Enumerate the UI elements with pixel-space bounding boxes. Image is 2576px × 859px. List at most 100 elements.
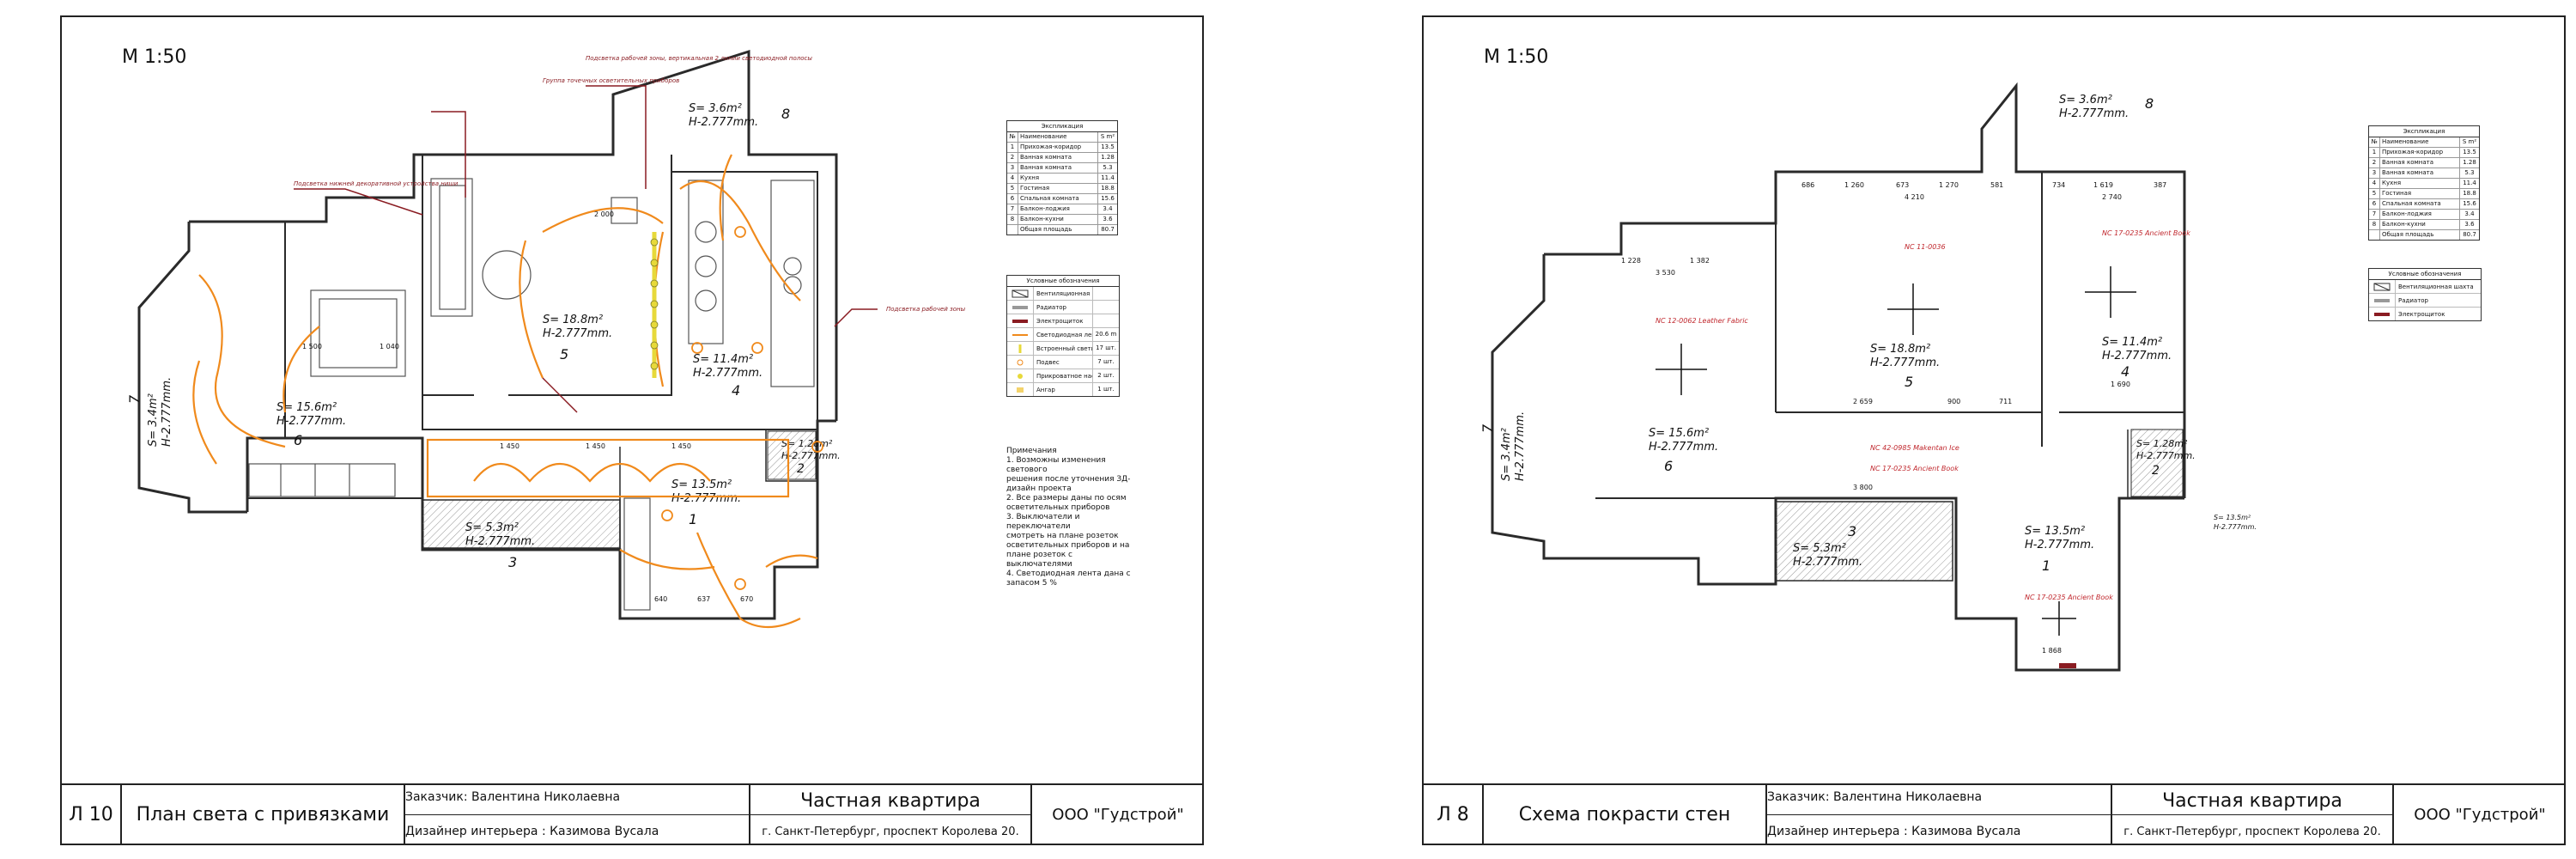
svg-text:NC 12-0062 Leather Fabric: NC 12-0062 Leather Fabric <box>1656 317 1748 325</box>
room-area: S= 18.8m² <box>543 314 603 326</box>
room-area: S= 13.5m² <box>671 478 732 491</box>
room-area: S= 15.6m² <box>276 401 337 414</box>
room-number: 1 <box>689 511 697 527</box>
svg-text:6: 6 <box>1664 458 1673 474</box>
svg-text:640: 640 <box>654 595 667 603</box>
svg-text:1 270: 1 270 <box>1939 181 1959 189</box>
svg-text:S= 15.6m²: S= 15.6m² <box>1649 427 1709 440</box>
svg-text:S= 1.28m²: S= 1.28m² <box>2136 438 2188 449</box>
note-line: плане розеток с выключателями <box>1006 551 1072 569</box>
legend-table: Условные обозначения Вентиляционная шахт… <box>2368 268 2482 321</box>
room-height: H-2.777mm. <box>689 116 758 129</box>
note-line: 2. Все размеры даны по осям <box>1006 494 1127 503</box>
svg-text:1 450: 1 450 <box>500 442 519 450</box>
scale-label: М 1:50 <box>122 46 187 68</box>
svg-text:1: 1 <box>2042 557 2050 574</box>
svg-text:H-2.777mm.: H-2.777mm. <box>1649 441 1718 454</box>
svg-text:711: 711 <box>1999 398 2012 405</box>
svg-text:H-2.777mm.: H-2.777mm. <box>2025 539 2094 551</box>
svg-text:673: 673 <box>1896 181 1909 189</box>
svg-text:S= 3.4m²: S= 3.4m² <box>1500 428 1513 481</box>
svg-text:S= 18.8m²: S= 18.8m² <box>1870 343 1930 356</box>
svg-text:NC 17-0235 Ancient Book: NC 17-0235 Ancient Book <box>2025 594 2113 601</box>
svg-text:H-2.777mm.: H-2.777mm. <box>2136 450 2196 461</box>
title-block: Л 8 Схема покрасти стен Заказчик: Валент… <box>1424 783 2564 844</box>
svg-text:1 382: 1 382 <box>1690 257 1710 265</box>
room-number: 7 <box>126 394 143 404</box>
lighting-floor-plan: S= 3.6m² H-2.777mm. 8 S= 18.8m² H-2.777m… <box>126 49 966 628</box>
svg-text:3 530: 3 530 <box>1656 269 1675 277</box>
table-header: № Наименование S m² <box>2369 137 2479 148</box>
room-label-balcony: S= 3.4m² H-2.777mm. 7 <box>126 377 173 447</box>
legend-row: Встроенный светильник17 шт. <box>1007 342 1119 356</box>
legend-row: Вентиляционная шахта <box>1007 287 1119 301</box>
svg-text:8: 8 <box>2145 95 2154 112</box>
svg-text:7: 7 <box>1479 423 1496 433</box>
svg-text:Подсветка рабочей зоны, вертик: Подсветка рабочей зоны, вертикальная 2 л… <box>586 55 812 62</box>
room-area: S= 5.3m² <box>465 521 519 534</box>
svg-text:Группа точечных осветительных: Группа точечных осветительных приборов <box>543 77 679 84</box>
note-line: 4. Светодиодная лента дана с <box>1006 570 1131 578</box>
room-height: H-2.777mm. <box>693 367 762 380</box>
legend-row: Светодиодная лента20.6 m <box>1007 328 1119 342</box>
scale-label: М 1:50 <box>1484 46 1549 68</box>
svg-text:637: 637 <box>697 595 710 603</box>
note-line: решения после уточнения ЗД- <box>1006 475 1131 484</box>
note-line: дизайн проекта <box>1006 484 1072 493</box>
note-line: 1. Возможны изменения светового <box>1006 456 1106 474</box>
svg-text:NC 17-0235 Ancient Book: NC 17-0235 Ancient Book <box>1870 465 1959 472</box>
drawing-sheet-lighting: М 1:50 <box>60 15 1204 845</box>
electrical-panel <box>2059 663 2076 668</box>
project-name: Частная квартира <box>800 789 981 812</box>
project-name: Частная квартира <box>2162 789 2342 812</box>
room-height: H-2.777mm. <box>671 492 741 505</box>
sheet-title: Схема покрасти стен <box>1518 803 1731 825</box>
room-label-balcony: S= 3.4m² H-2.777mm. 7 <box>1479 411 1527 481</box>
room-number: 4 <box>732 382 740 399</box>
hatched-bathroom <box>422 499 621 549</box>
svg-text:1 868: 1 868 <box>2042 647 2062 655</box>
project-address: г. Санкт-Петербург, проспект Королева 20… <box>762 825 1019 838</box>
svg-text:2 000: 2 000 <box>594 210 614 218</box>
svg-text:S= 5.3m²: S= 5.3m² <box>1793 542 1846 555</box>
sheet-title: План света с привязками <box>136 803 390 825</box>
svg-text:4 210: 4 210 <box>1905 193 1924 201</box>
room-height: H-2.777mm. <box>161 377 173 447</box>
svg-text:S= 3.6m²: S= 3.6m² <box>2059 94 2112 107</box>
room-number: 2 <box>797 462 805 476</box>
svg-text:1 619: 1 619 <box>2093 181 2113 189</box>
note-line: запасом 5 % <box>1006 579 1057 588</box>
callout-texts: Подсветка рабочей зоны Группа точечных о… <box>294 55 966 313</box>
svg-text:Подсветка рабочей зоны: Подсветка рабочей зоны <box>886 306 966 313</box>
company-name: ООО "Гудстрой" <box>1052 805 1184 824</box>
room-number: 3 <box>508 554 517 570</box>
svg-text:Подсветка нижней декоративной: Подсветка нижней декоративной устройства… <box>294 180 459 187</box>
note-line: осветительных приборов <box>1006 503 1110 512</box>
svg-text:H-2.777mm.: H-2.777mm. <box>2214 523 2257 531</box>
walls <box>1491 82 2186 672</box>
room-number: 6 <box>294 432 302 448</box>
svg-text:387: 387 <box>2154 181 2166 189</box>
room-height: H-2.777mm. <box>276 415 346 428</box>
legend-row: Радиатор <box>2369 294 2481 308</box>
room-labels: S= 3.6m² H-2.777mm. 8 S= 18.8m² H-2.777m… <box>276 102 841 570</box>
dimension-texts: 2 000 1 450 1 450 1 450 1 500 1 040 640 … <box>302 210 753 603</box>
drawing-sheet-wall-paint: М 1:50 S= 3.6m² <box>1422 15 2566 845</box>
svg-text:H-2.777mm.: H-2.777mm. <box>1793 556 1862 569</box>
legend-row: Вентиляционная шахта <box>2369 280 2481 294</box>
room-area: S= 3.6m² <box>689 102 742 115</box>
legend-caption: Условные обозначения <box>2369 269 2481 280</box>
